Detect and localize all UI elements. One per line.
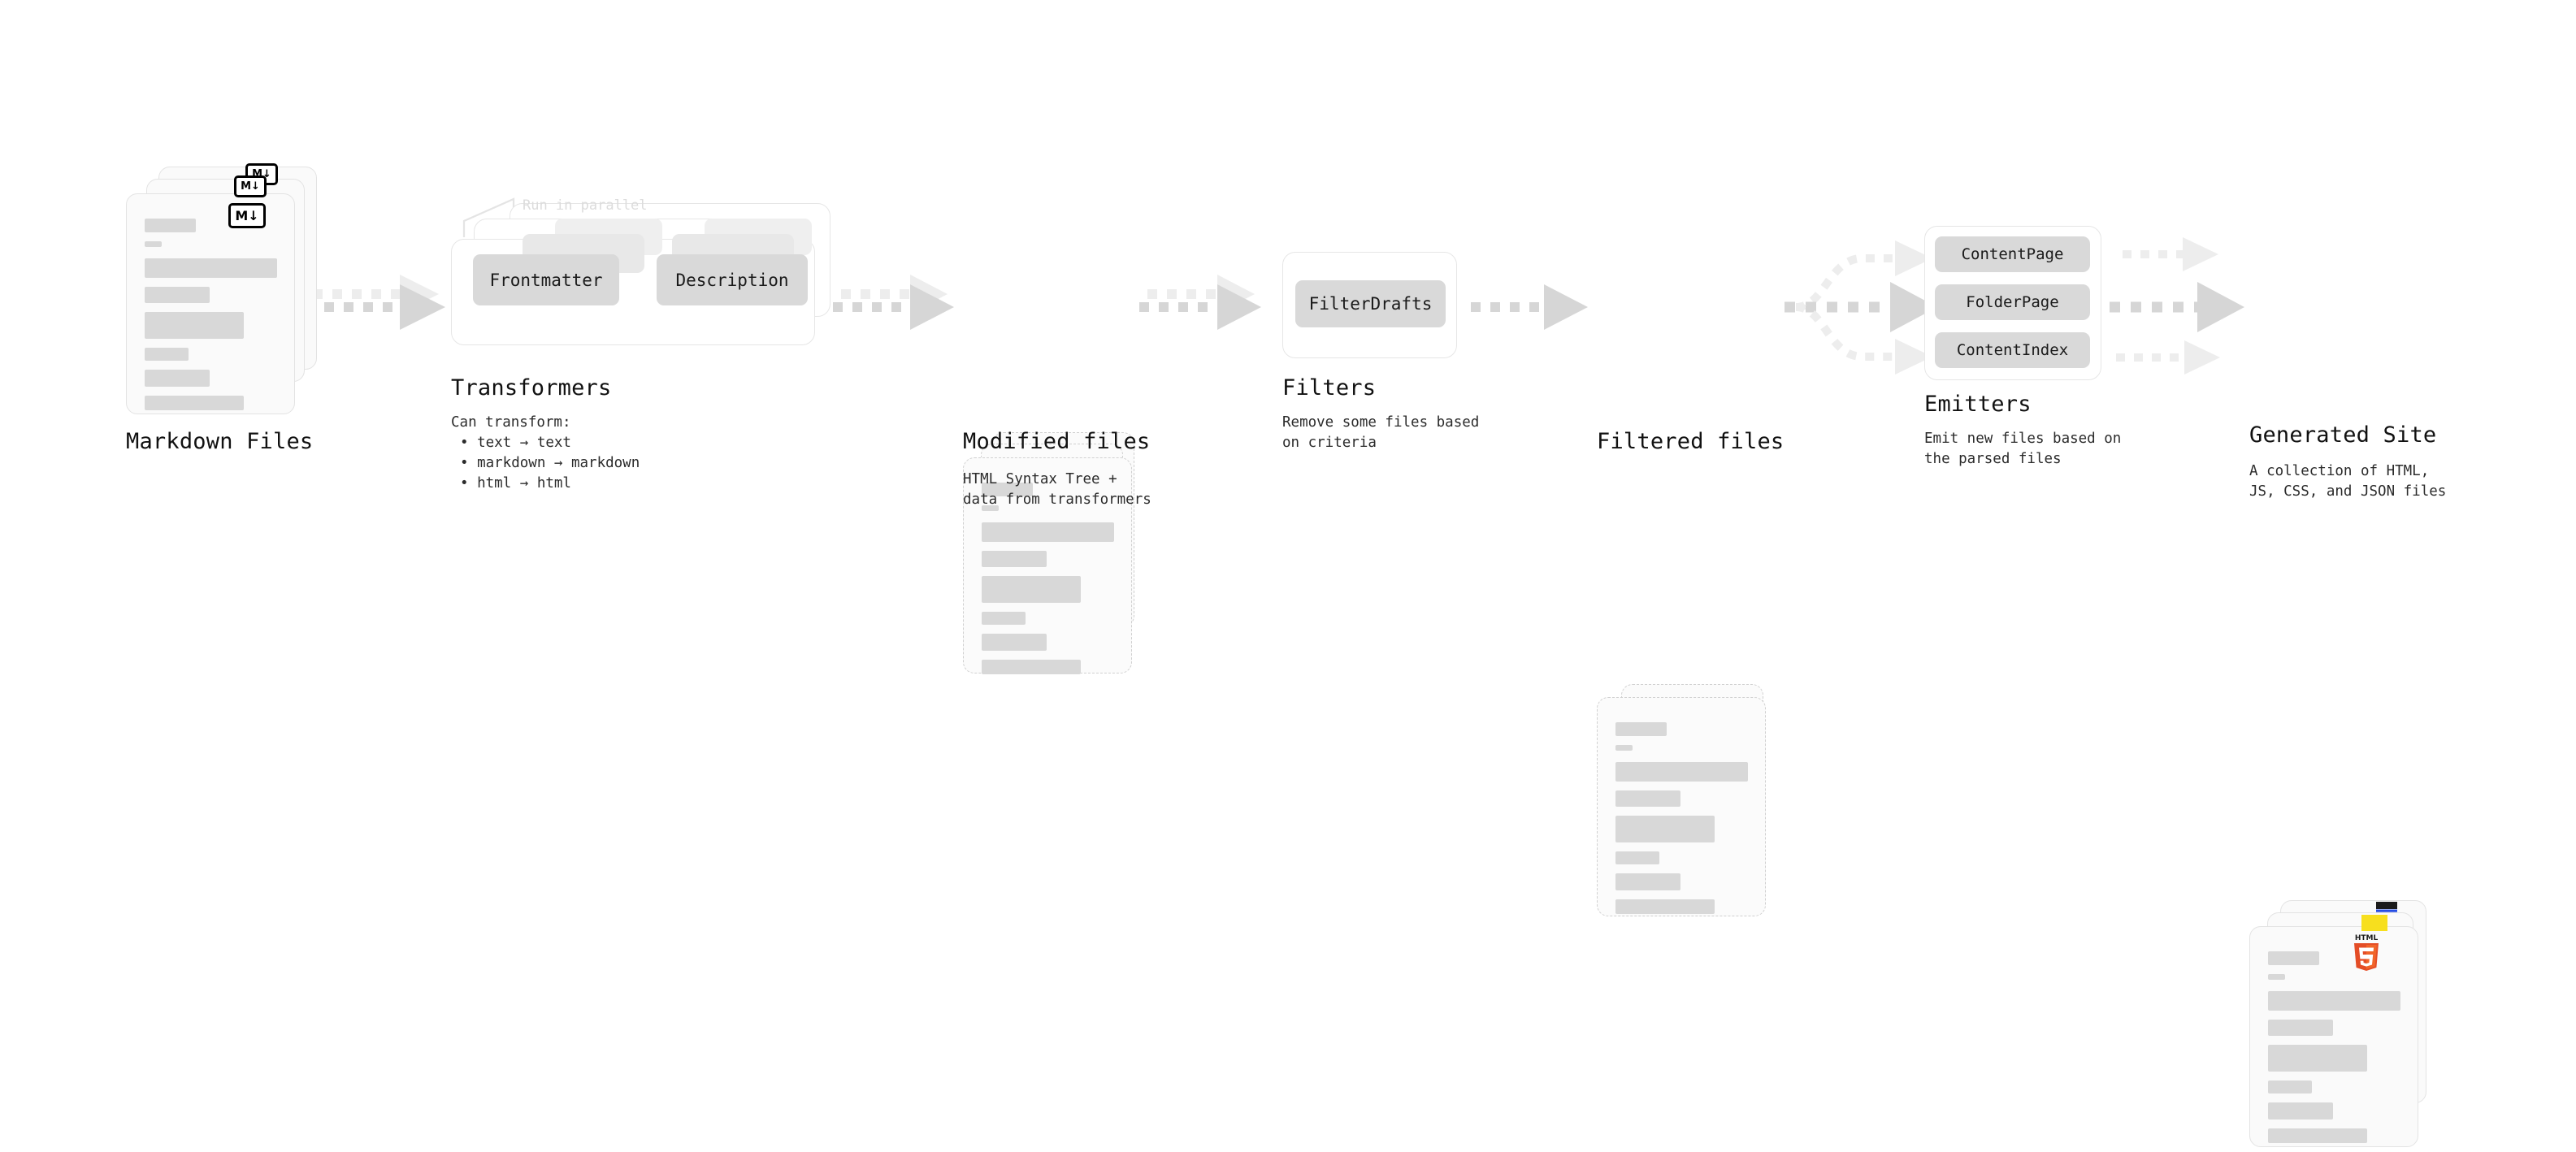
markdown-badge-icon: M↓ — [228, 203, 266, 228]
transformer-chip-frontmatter[interactable]: Frontmatter — [473, 254, 619, 305]
markdown-card-front — [126, 193, 295, 414]
placeholder-bar — [982, 612, 1026, 625]
modified-card-content — [964, 458, 1131, 674]
markdown-card-content — [127, 194, 294, 414]
modified-card-front — [963, 457, 1132, 674]
stage-generated-site: HTML — [2249, 900, 2444, 1152]
stage-transformers: Frontmatter Description Frontmatter Desc… — [451, 203, 865, 366]
stage-label-filters: Filters — [1282, 375, 1377, 401]
connector-filters-to-filtered — [1471, 284, 1588, 330]
placeholder-bar — [2268, 1128, 2367, 1143]
stage-desc-filters: Remove some files based on criteria — [1282, 414, 1480, 451]
placeholder-bar — [1615, 745, 1633, 751]
stage-desc-modified-files: HTML Syntax Tree + data from transformer… — [963, 471, 1151, 508]
placeholder-bar — [1615, 722, 1667, 736]
stage-filters: FilterDrafts — [1282, 252, 1469, 366]
stage-desc-emitters: Emit new files based on the parsed files — [1924, 431, 2122, 467]
stage-emitters: ContentPage FolderPage ContentIndex — [1924, 226, 2127, 388]
css3-badge-svg — [2376, 902, 2397, 912]
stage-label-modified-files: Modified files — [963, 429, 1151, 454]
placeholder-bar — [2268, 1102, 2333, 1120]
stage-desc-generated-site: A collection of HTML, JS, CSS, and JSON … — [2249, 463, 2447, 500]
placeholder-bar — [145, 241, 162, 247]
placeholder-bar — [145, 258, 277, 278]
svg-text:HTML: HTML — [2355, 934, 2379, 942]
connector-modified-to-filters — [1139, 275, 1261, 330]
stage-desc-transformers: Can transform: — [451, 414, 571, 431]
stage-label-filtered-files: Filtered files — [1597, 429, 1785, 454]
javascript-badge-svg — [2361, 915, 2387, 931]
placeholder-bar — [2268, 1020, 2333, 1036]
placeholder-bar — [145, 370, 210, 387]
javascript-badge-icon — [2361, 915, 2387, 931]
placeholder-bar — [982, 505, 999, 511]
placeholder-bar — [982, 551, 1047, 567]
placeholder-bar — [982, 483, 1033, 496]
transformer-bullet-html: • html → html — [460, 475, 571, 492]
site-card-content — [2250, 927, 2418, 1146]
placeholder-bar — [145, 312, 244, 339]
pipeline-diagram: M↓ M↓ M↓ Markdown Files Frontmatter Desc… — [126, 163, 2447, 1147]
placeholder-bar — [982, 522, 1114, 542]
stage-label-transformers: Transformers — [451, 375, 612, 401]
filter-chip-filterdrafts[interactable]: FilterDrafts — [1295, 280, 1446, 327]
placeholder-bar — [1615, 816, 1715, 842]
placeholder-bar — [1615, 873, 1680, 890]
stage-label-emitters: Emitters — [1924, 392, 2032, 417]
connector-markdown-to-transformers — [305, 275, 445, 330]
emitter-chip-contentindex[interactable]: ContentIndex — [1935, 332, 2090, 368]
connector-emitters-to-site — [2110, 237, 2244, 375]
site-card-front — [2249, 926, 2418, 1147]
placeholder-bar — [145, 219, 196, 232]
stage-label-generated-site: Generated Site — [2249, 422, 2437, 448]
placeholder-bar — [2268, 991, 2400, 1011]
connector-filtered-to-emitters — [1785, 240, 1937, 375]
placeholder-bar — [1615, 790, 1680, 807]
placeholder-bar — [982, 660, 1081, 674]
stage-filtered-files — [1597, 684, 1792, 928]
placeholder-bar — [145, 348, 189, 361]
placeholder-bar — [145, 287, 210, 303]
html5-badge-icon: HTML — [2348, 933, 2384, 973]
markdown-badge-icon-back1: M↓ — [234, 175, 267, 197]
transformer-bullet-markdown: • markdown → markdown — [460, 455, 640, 471]
emitter-chip-contentpage[interactable]: ContentPage — [1935, 236, 2090, 272]
css3-badge-icon — [2374, 902, 2399, 913]
html5-badge-svg: HTML — [2354, 934, 2379, 971]
placeholder-bar — [2268, 1081, 2312, 1094]
placeholder-bar — [2268, 974, 2285, 980]
placeholder-bar — [2268, 1045, 2367, 1072]
placeholder-bar — [982, 634, 1047, 651]
stage-markdown-files: M↓ M↓ M↓ — [126, 163, 321, 418]
placeholder-bar — [1615, 762, 1748, 782]
filtered-card-front — [1597, 697, 1766, 916]
run-in-parallel-hint: Run in parallel — [523, 197, 648, 214]
transformer-bullet-text: • text → text — [460, 435, 571, 451]
placeholder-bar — [2268, 951, 2319, 965]
stage-bullets-transformers: • text → text • markdown → markdown • ht… — [460, 433, 640, 494]
stage-modified-files — [963, 432, 1158, 676]
filtered-card-content — [1598, 698, 1765, 916]
placeholder-bar — [1615, 851, 1659, 864]
placeholder-bar — [1615, 899, 1715, 914]
placeholder-bar — [982, 576, 1081, 603]
stage-label-markdown-files: Markdown Files — [126, 429, 314, 454]
emitter-chip-folderpage[interactable]: FolderPage — [1935, 284, 2090, 320]
transformer-chip-description[interactable]: Description — [657, 254, 808, 305]
placeholder-bar — [145, 396, 244, 410]
